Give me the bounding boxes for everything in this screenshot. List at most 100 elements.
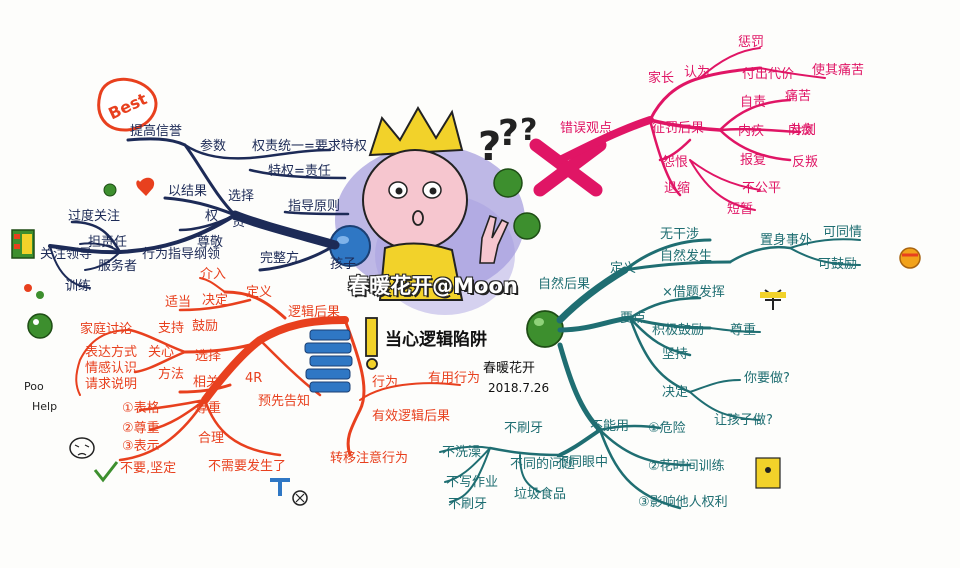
red-label: ②尊重	[122, 420, 160, 436]
red-label: 方法	[158, 366, 184, 382]
navy-label: 担责任	[88, 235, 127, 250]
magenta-label: 计划	[790, 123, 816, 138]
red-label: 逻辑后果	[288, 305, 340, 320]
navy-label: 服务者	[98, 258, 137, 274]
navy-label: 训练	[65, 279, 91, 294]
magenta-label: 自责	[740, 95, 766, 110]
navy-label: 孩子	[330, 257, 356, 272]
teal-label: 无干涉	[660, 227, 699, 242]
center-author: 春暖花开	[483, 360, 535, 376]
magenta-label: 内疚	[788, 122, 814, 138]
red-label: 不需要发生了	[208, 458, 286, 474]
red-label: 家庭讨论	[80, 321, 132, 337]
red-label: 表达方式	[85, 344, 137, 360]
teal-label: ×借题发挥	[662, 284, 725, 300]
red-label: 合理	[198, 431, 224, 446]
magenta-label: 内疚	[738, 123, 764, 139]
magenta-label: 错误观点	[560, 121, 612, 136]
magenta-label: 惩罚	[738, 35, 764, 50]
red-label: 转移注意行为	[330, 450, 408, 466]
navy-label: 行为指导纲领	[142, 247, 220, 262]
navy-label: 尊敬	[197, 234, 223, 250]
magenta-label: 付出代价	[742, 67, 794, 82]
red-label: 相关	[193, 375, 219, 390]
magenta-labels: 错误观点 家长 认为 惩罚 付出代价 使其痛苦 痛苦 征罚后果 自责 内疚 内疚…	[560, 35, 864, 217]
branch-magenta	[556, 47, 826, 211]
navy-label: 指导原则	[288, 199, 340, 214]
svg-text:?: ?	[498, 113, 519, 154]
teal-label: ③影响他人权利	[638, 494, 728, 510]
red-label: 鼓励	[192, 319, 218, 334]
teal-label: 要点	[620, 311, 646, 326]
red-label: 介入	[200, 267, 226, 282]
branch-navy	[48, 137, 350, 289]
red-label: 关心	[148, 345, 174, 360]
center-illustration: ? ? ?	[329, 106, 607, 370]
magenta-label: 反叛	[792, 155, 818, 170]
magenta-label: 不公平	[742, 181, 781, 196]
red-label: 适当	[165, 295, 191, 310]
red-label: 请求说明	[85, 377, 137, 392]
navy-label: 关注领导	[40, 247, 92, 262]
teal-label: 不洗澡	[442, 445, 481, 460]
navy-label: 选择	[228, 189, 254, 204]
navy-label: 权	[205, 208, 218, 224]
navy-label: 以结果	[168, 184, 207, 199]
teal-label: 不同的问题	[510, 456, 575, 472]
help-note: Help	[32, 400, 57, 413]
teal-label: 不刷牙	[448, 497, 487, 512]
center-date: 2018.7.26	[488, 381, 549, 395]
teal-label: 尊重	[730, 322, 756, 338]
teal-labels: 自然后果 定义 无干涉 自然发生 置身事外 可同情 可鼓励 要点 ×借题发挥 积…	[442, 225, 862, 512]
red-label: 行为	[372, 375, 398, 390]
navy-label: 参数	[200, 138, 226, 154]
red-label: 不要,坚定	[120, 461, 176, 476]
navy-label: 特权=责任	[268, 163, 331, 179]
red-label: 决定	[202, 293, 228, 308]
teal-label: 可鼓励	[818, 257, 857, 272]
magenta-label: 退缩	[664, 180, 690, 196]
teal-label: 垃圾食品	[514, 486, 566, 502]
teal-label: 不同眼中	[556, 455, 608, 470]
navy-label: 过度关注	[68, 208, 120, 224]
red-label: ①表格	[122, 400, 160, 416]
teal-label: 不写作业	[446, 475, 498, 490]
red-labels: 介入 定义 逻辑后果 适当 决定 支持 鼓励 家庭讨论 关心 选择 方法 表达方…	[80, 267, 480, 476]
branch-red	[75, 277, 461, 462]
watermark: 春暖花开@Moon	[348, 274, 518, 298]
teal-label: 可同情	[823, 225, 862, 240]
branch-teal	[439, 238, 861, 510]
teal-label: 决定	[662, 385, 688, 400]
magenta-label: 痛苦	[785, 88, 811, 104]
teal-label: 不刷牙	[504, 421, 543, 436]
teal-label: ①危险	[648, 421, 686, 436]
red-label: 选择	[195, 349, 221, 364]
navy-label: 责	[232, 215, 245, 230]
teal-label: 自然后果	[538, 276, 590, 292]
doodle-icons	[11, 177, 921, 506]
red-label: 预先告知	[258, 393, 310, 409]
magenta-label: 怨恨	[662, 155, 688, 170]
navy-labels: 提高信誉 参数 权责统一=要求特权 特权=责任 以结果 选择 权 责 指导原则 …	[40, 123, 367, 294]
magenta-label: 使其痛苦	[812, 62, 864, 78]
magenta-label: 征罚后果	[652, 121, 704, 136]
teal-label: 积极鼓励	[652, 323, 704, 338]
teal-label: 不能用	[590, 419, 629, 434]
best-badge	[97, 77, 158, 132]
magenta-label: 报复	[740, 153, 766, 168]
red-label: 有用行为	[428, 371, 480, 386]
red-label: 情感认识	[85, 360, 137, 376]
red-label: 支持	[158, 321, 184, 336]
teal-label: 你要做?	[744, 371, 790, 386]
red-label: ③表示	[122, 439, 160, 454]
magenta-label: 短暂	[727, 202, 753, 217]
teal-label: 坚持	[662, 347, 688, 362]
teal-label: 定义	[610, 261, 636, 276]
magenta-label: 家长	[648, 70, 674, 86]
navy-label: 权责统一=要求特权	[252, 138, 367, 154]
navy-label: 提高信誉	[130, 123, 182, 139]
teal-label: 置身事外	[760, 232, 812, 248]
red-label: 定义	[246, 285, 272, 300]
